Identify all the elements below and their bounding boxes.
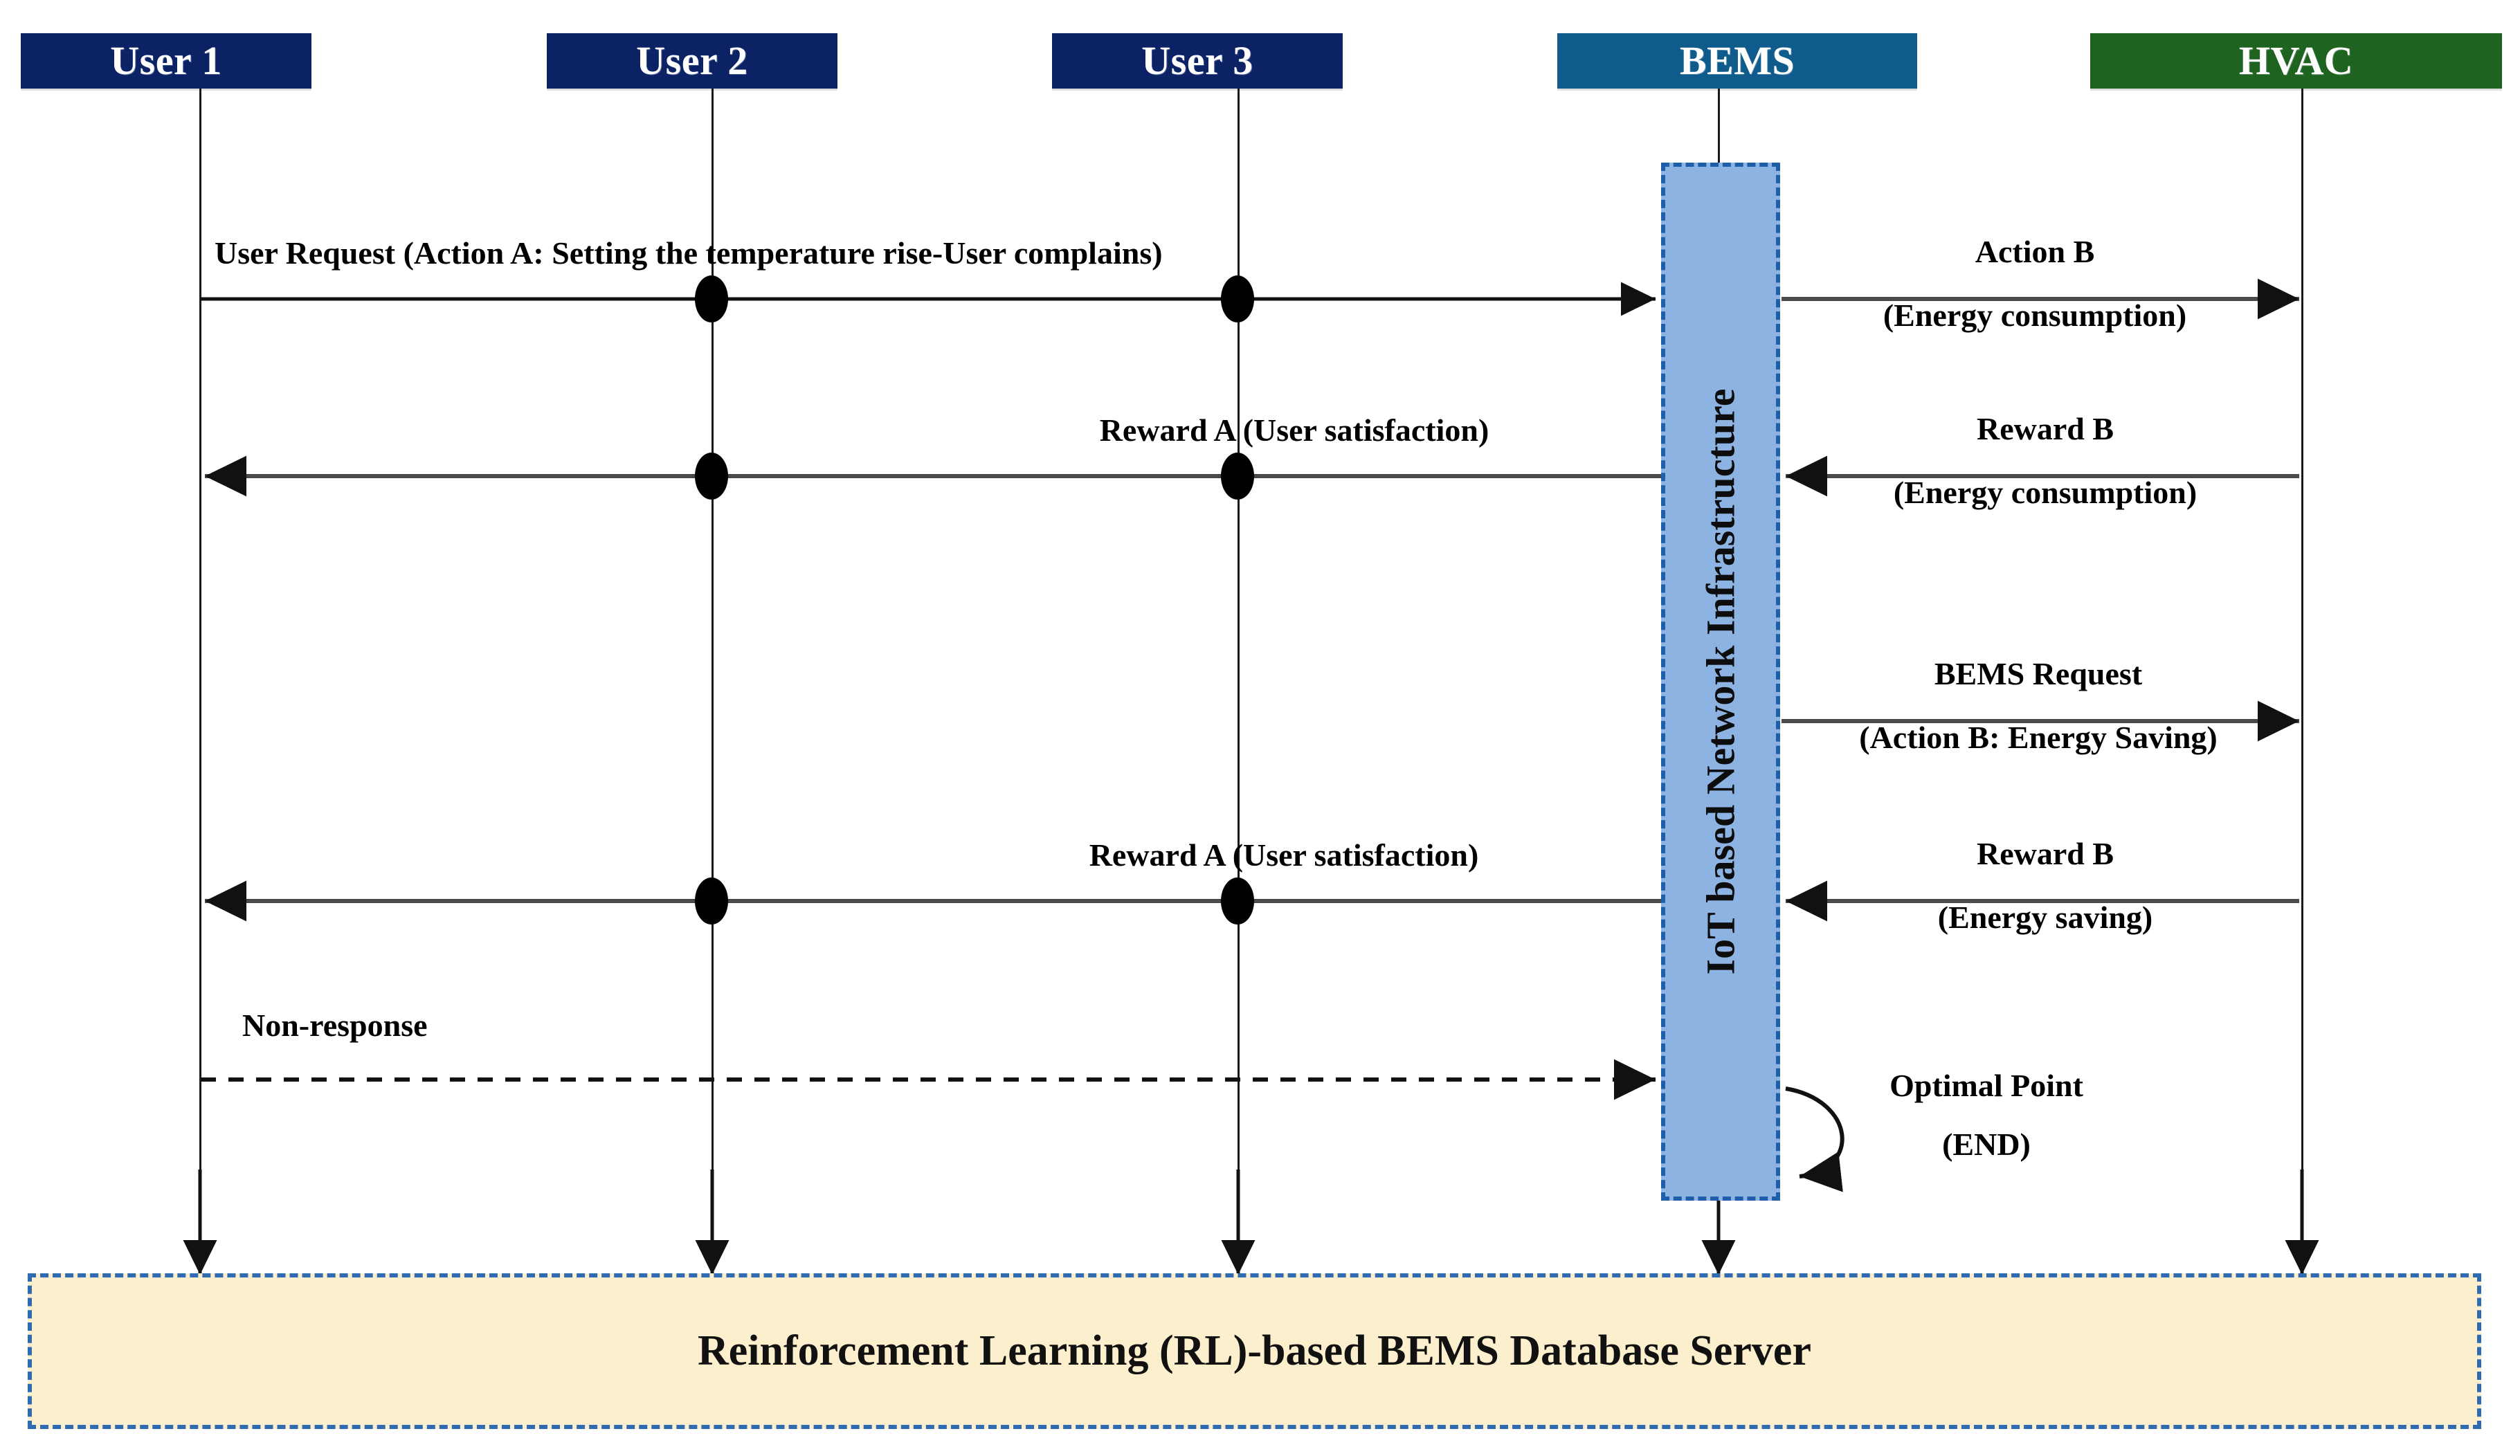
message-label-m5-line1: BEMS Request [1934, 656, 2143, 691]
message-label-m7-line1: Reward B [1976, 836, 2114, 871]
message-label-m2-line1: Action B [1975, 234, 2095, 269]
lifeline-user1 [199, 89, 201, 1279]
message-label-m2-line2: (Energy consumption) [1883, 298, 2187, 333]
lifeline-user3 [1238, 89, 1240, 1279]
actor-label-user2: User 2 [636, 38, 748, 83]
lifeline-hvac [2301, 89, 2303, 1279]
message-label-m7-line2: (Energy saving) [1937, 900, 2153, 935]
actor-box-bems[interactable]: BEMS [1557, 33, 1917, 89]
actor-box-user3[interactable]: User 3 [1052, 33, 1343, 89]
actor-label-user1: User 1 [110, 38, 222, 83]
database-server-label: Reinforcement Learning (RL)-based BEMS D… [698, 1327, 1811, 1374]
database-server-box[interactable]: Reinforcement Learning (RL)-based BEMS D… [28, 1273, 2481, 1429]
actor-box-user2[interactable]: User 2 [547, 33, 837, 89]
lifeline-user2 [711, 89, 714, 1279]
self-message-label-line1: Optimal Point [1889, 1068, 2083, 1103]
message-label-m4-line1: Reward B [1976, 411, 2114, 446]
message-label-m6: Reward A (User satisfaction) [1089, 837, 1479, 873]
self-loop-arrow-m9 [1785, 1086, 1844, 1192]
message-label-m1: User Request (Action A: Setting the temp… [215, 235, 1163, 271]
iot-band-label: IoT based Network Infrastructure [1698, 388, 1743, 975]
message-label-m3: Reward A (User satisfaction) [1099, 412, 1489, 448]
actor-label-user3: User 3 [1141, 38, 1253, 83]
message-label-m4-line2: (Energy consumption) [1893, 475, 2197, 510]
actor-label-hvac: HVAC [2238, 38, 2354, 83]
message-label-m5-line2: (Action B: Energy Saving) [1859, 720, 2218, 755]
actor-label-bems: BEMS [1679, 38, 1795, 83]
self-message-label-line2: (END) [1942, 1127, 2031, 1162]
iot-network-infrastructure-band: IoT based Network Infrastructure [1661, 163, 1780, 1201]
actor-box-user1[interactable]: User 1 [21, 33, 311, 89]
actor-box-hvac[interactable]: HVAC [2090, 33, 2502, 89]
message-label-m8: Non-response [242, 1008, 428, 1043]
